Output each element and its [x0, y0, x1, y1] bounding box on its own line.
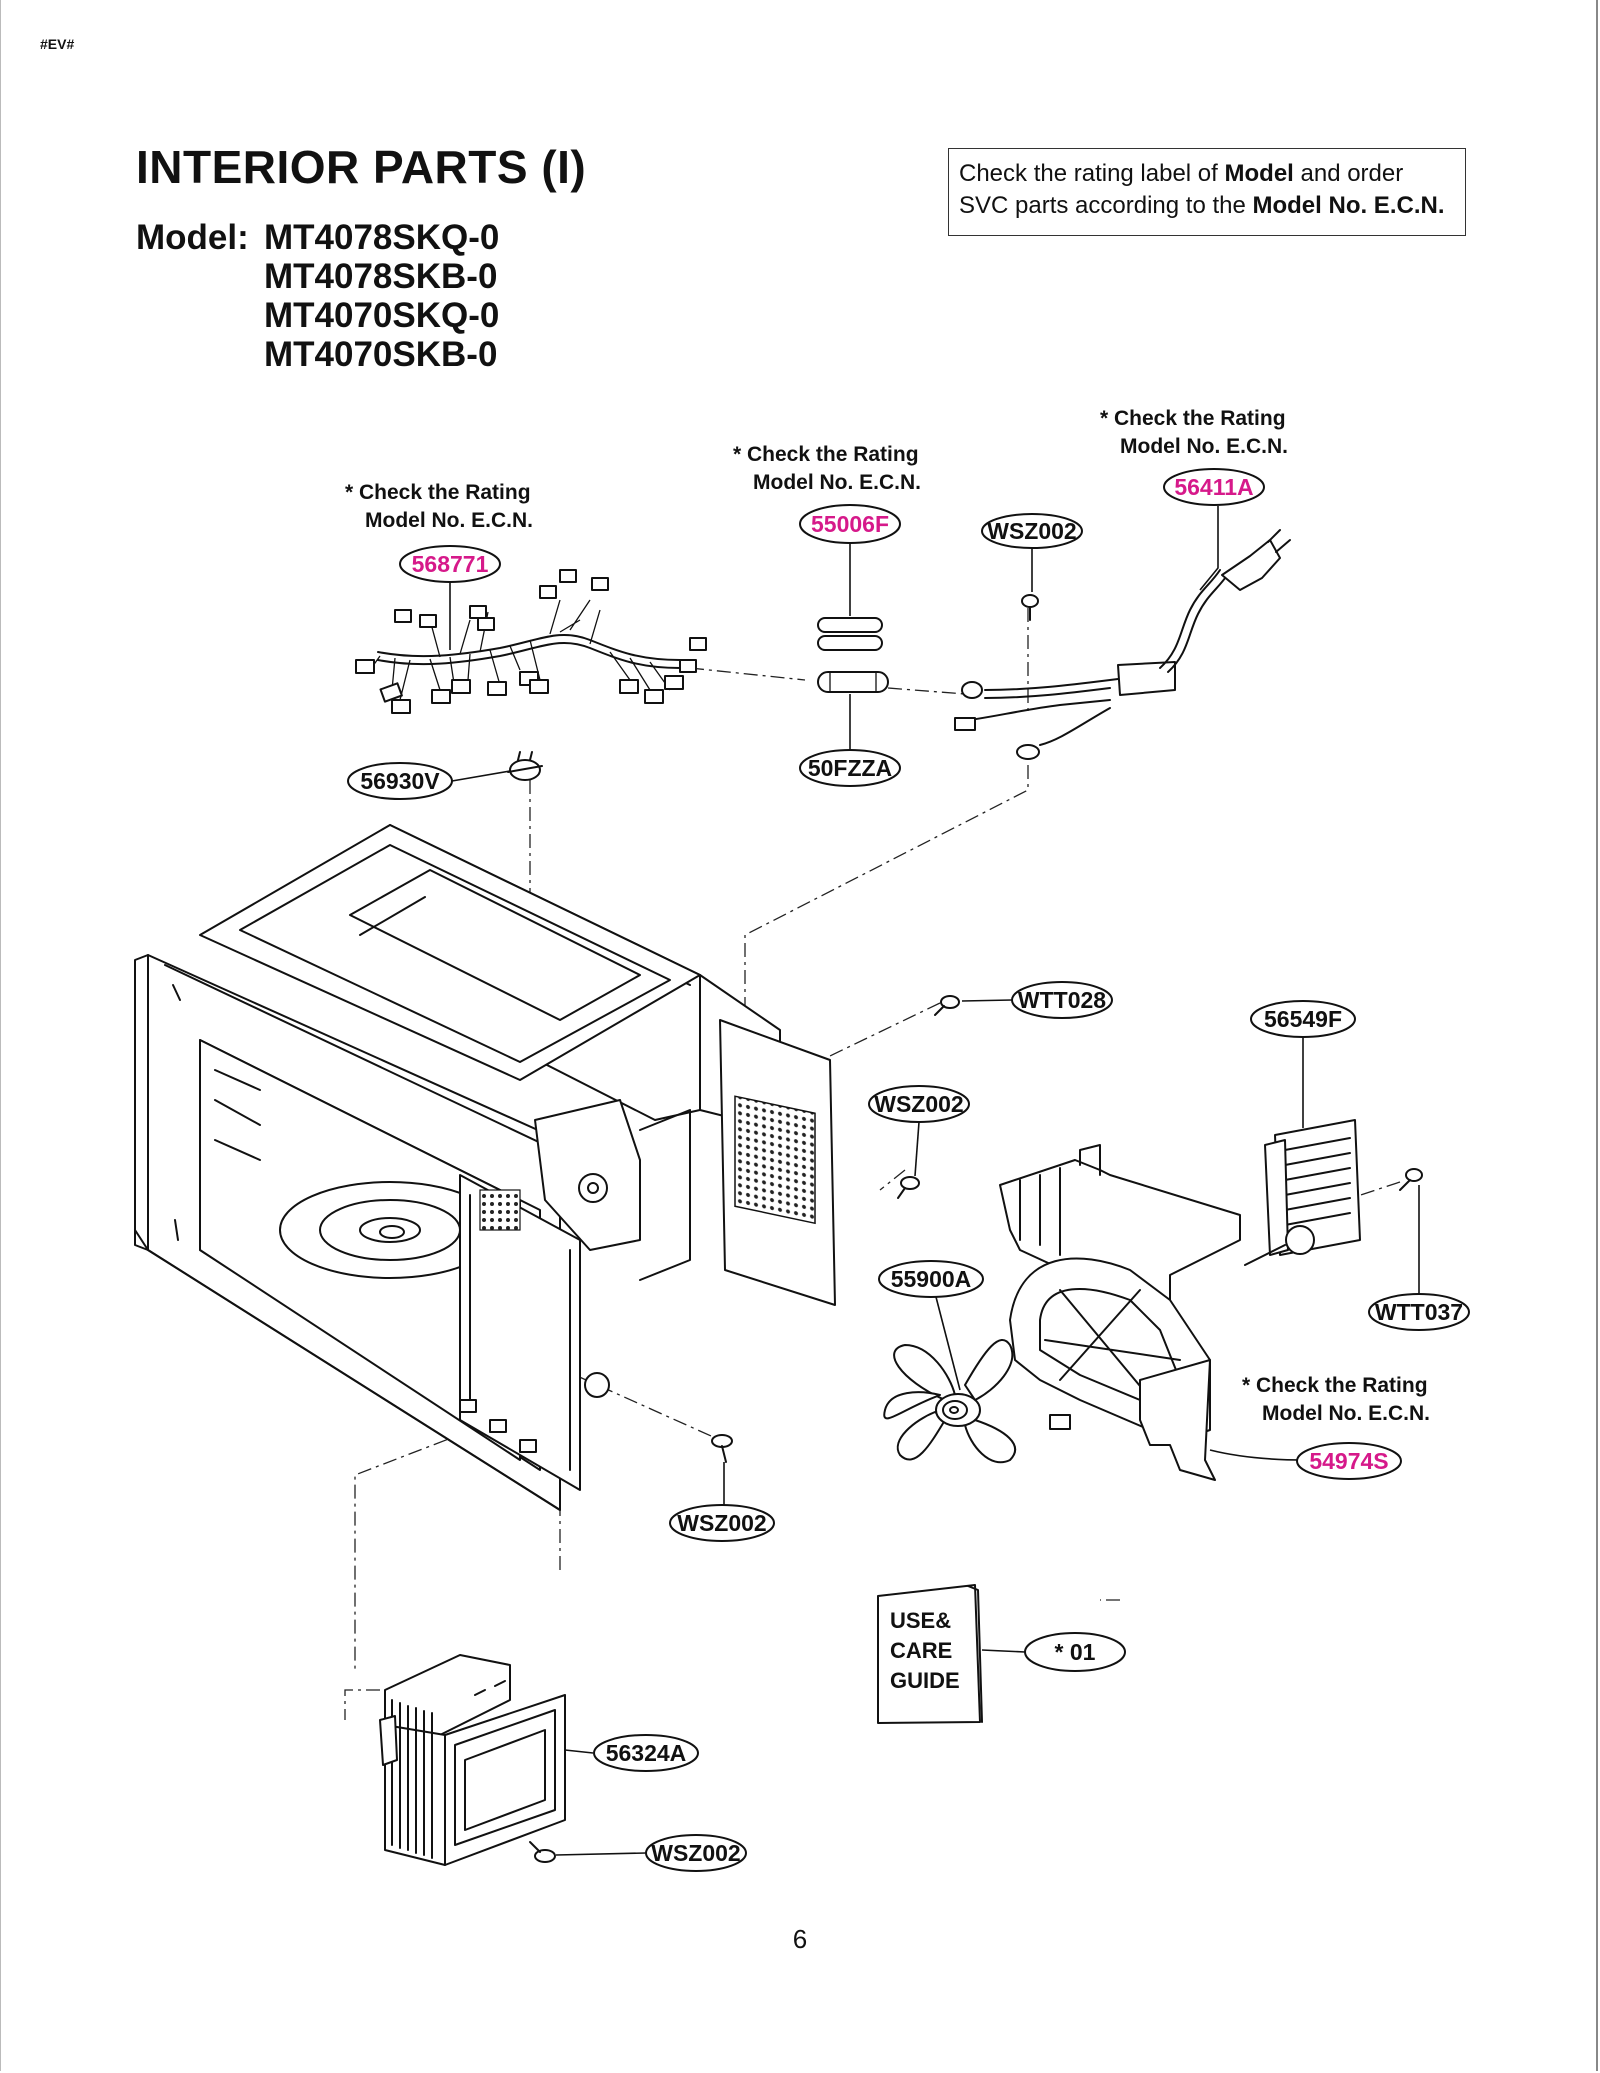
model-item: MT4078SKB-0 — [264, 257, 498, 296]
part-number: 55006F — [811, 511, 889, 537]
callout-568771: 568771 — [399, 545, 501, 583]
fuse — [817, 671, 889, 693]
rating-note-line2: Model No. E.C.N. — [1262, 1402, 1430, 1425]
rating-note-line2: Model No. E.C.N. — [1120, 435, 1288, 458]
oven-chassis — [134, 824, 836, 1511]
part-number: 50FZZA — [808, 755, 892, 781]
model-item: MT4070SKQ-0 — [264, 296, 500, 335]
model-item: MT4070SKB-0 — [264, 335, 498, 374]
callout-wsz002-top: WSZ002 — [981, 513, 1083, 549]
part-number: WSZ002 — [677, 1510, 766, 1536]
guide-line: GUIDE — [890, 1668, 960, 1693]
callout-01: * 01 — [1024, 1632, 1126, 1672]
callout-56324A: 56324A — [593, 1734, 699, 1772]
callout-55006F: 55006F — [799, 504, 901, 544]
use-care-guide: USE& CARE GUIDE — [877, 1584, 983, 1724]
callout-56549F: 56549F — [1250, 1000, 1356, 1038]
screw-wtt037-shape — [1399, 1168, 1423, 1191]
callout-50FZZA: 50FZZA — [799, 749, 901, 787]
part-number: 56549F — [1264, 1006, 1342, 1032]
document-code: #EV# — [40, 36, 75, 52]
screw-mid-shape — [897, 1176, 920, 1199]
part-number: 54974S — [1309, 1448, 1388, 1474]
part-number: 56930V — [360, 768, 440, 794]
rating-note-line2: Model No. E.C.N. — [753, 471, 921, 494]
model-label: Model: — [136, 218, 249, 257]
callout-56411A: 56411A — [1163, 468, 1265, 506]
screw-wtt028-shape — [934, 995, 960, 1016]
guide-line: CARE — [890, 1638, 952, 1663]
part-number: 568771 — [412, 551, 489, 577]
rating-note-air-guide: * Check the Rating Model No. E.C.N. — [1242, 1374, 1430, 1425]
notice-text: and order — [1293, 160, 1404, 187]
part-number: WTT028 — [1018, 987, 1106, 1013]
power-cord — [954, 529, 1291, 760]
notice-text: SVC parts according to the — [959, 192, 1253, 219]
page-title: INTERIOR PARTS (I) — [136, 141, 587, 193]
screw-magnetron-shape — [529, 1841, 556, 1863]
wire-harness — [355, 569, 707, 714]
callout-wsz002-magnetron: WSZ002 — [645, 1834, 747, 1872]
callout-wsz002-mid: WSZ002 — [868, 1085, 970, 1123]
fuse-holder — [817, 617, 883, 651]
notice-bold-model: Model — [1224, 160, 1294, 187]
callout-54974S: 54974S — [1296, 1442, 1402, 1480]
rating-note-line1: * Check the Rating — [345, 481, 531, 504]
thermostat — [507, 751, 543, 781]
part-number: WSZ002 — [987, 518, 1076, 544]
part-number: WSZ002 — [874, 1091, 963, 1117]
part-number: 55900A — [891, 1266, 972, 1292]
callout-WTT028: WTT028 — [1011, 981, 1113, 1019]
model-item: MT4078SKQ-0 — [264, 218, 500, 257]
part-number: WTT037 — [1375, 1299, 1463, 1325]
rating-note-line1: * Check the Rating — [733, 443, 919, 466]
rating-note-fuse-holder: * Check the Rating Model No. E.C.N. — [733, 443, 921, 494]
screw-top — [1021, 594, 1039, 621]
rating-note-line2: Model No. E.C.N. — [365, 509, 533, 532]
callout-wsz002-bottom: WSZ002 — [669, 1504, 775, 1542]
fan-blade — [883, 1339, 1017, 1464]
notice-text: Check the rating label of — [959, 160, 1225, 187]
part-number: 56411A — [1174, 474, 1253, 500]
callout-55900A: 55900A — [878, 1260, 984, 1298]
rating-note-line1: * Check the Rating — [1100, 407, 1286, 430]
callout-WTT037: WTT037 — [1368, 1293, 1470, 1331]
notice-bold-ecn: Model No. E.C.N. — [1252, 192, 1445, 219]
rating-note-line1: * Check the Rating — [1242, 1374, 1428, 1397]
air-guide — [999, 1144, 1241, 1481]
guide-line: USE& — [890, 1608, 951, 1633]
part-number: WSZ002 — [651, 1840, 740, 1866]
rating-note-harness: * Check the Rating Model No. E.C.N. — [345, 481, 533, 532]
part-number: 56324A — [606, 1740, 687, 1766]
leader-lines — [449, 506, 1420, 1856]
page-number: 6 — [792, 1924, 808, 1954]
screw-bottom-shape — [711, 1434, 733, 1463]
magnetron — [379, 1654, 566, 1866]
rating-notice-box: Check the rating label of Model and orde… — [948, 148, 1466, 236]
model-list: MT4078SKQ-0 MT4078SKB-0 MT4070SKQ-0 MT40… — [264, 218, 499, 374]
fan-motor — [1244, 1119, 1361, 1266]
callout-56930V: 56930V — [347, 762, 453, 800]
part-number: * 01 — [1055, 1639, 1096, 1665]
rating-note-power-cord: * Check the Rating Model No. E.C.N. — [1100, 407, 1288, 458]
